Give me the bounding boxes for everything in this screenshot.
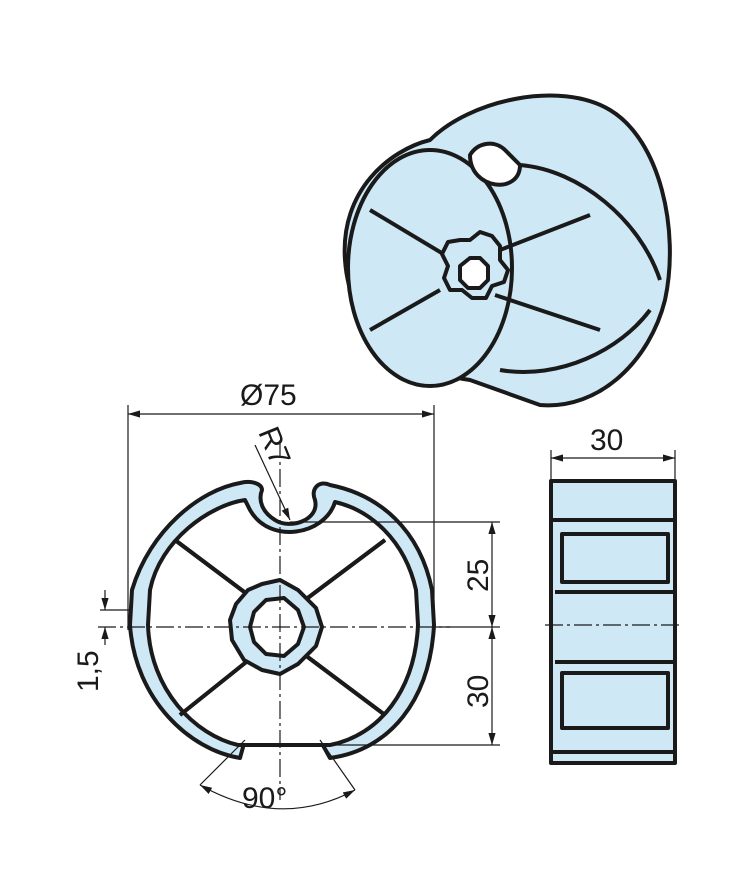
radius-label: R7: [252, 422, 297, 470]
width-label: 30: [590, 424, 623, 457]
isometric-view: [342, 93, 672, 408]
diameter-label: Ø75: [240, 379, 297, 412]
upper-height-label: 25: [462, 559, 495, 592]
front-view: [98, 405, 500, 810]
offset-label: 1,5: [72, 650, 105, 692]
lower-height-label: 30: [462, 675, 495, 708]
side-view: [545, 450, 682, 765]
angle-label: 90°: [242, 782, 287, 815]
front-face: [346, 148, 514, 388]
